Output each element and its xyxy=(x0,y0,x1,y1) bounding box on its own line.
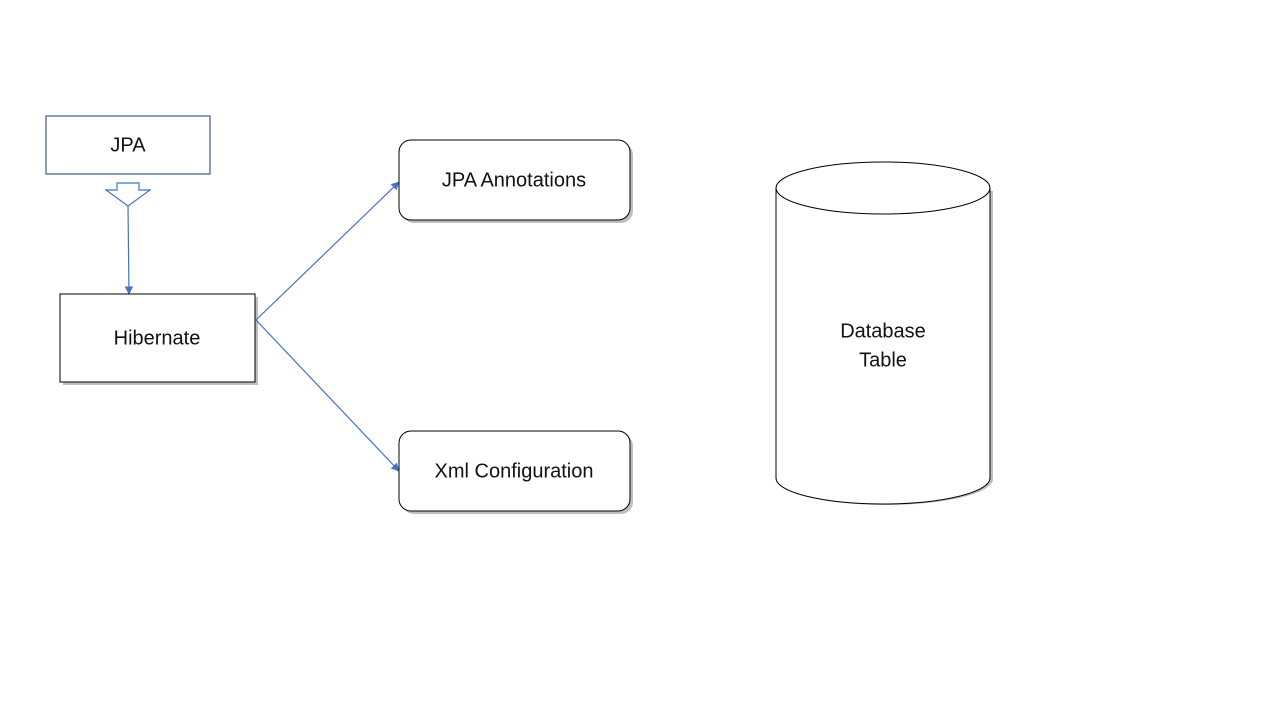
jpa-box xyxy=(45,115,211,175)
database-label-line2: Table xyxy=(859,349,907,371)
xml-configuration-label: Xml Configuration xyxy=(435,460,594,482)
hibernate-label: Hibernate xyxy=(114,327,201,349)
jpa-node: JPA xyxy=(45,115,211,175)
jpa-label: JPA xyxy=(110,134,146,156)
xml-configuration-box xyxy=(398,430,631,512)
jpa-annotations-label: JPA Annotations xyxy=(442,169,586,191)
connector-jpa-hibernate xyxy=(124,205,134,295)
connector-hibernate-annotations xyxy=(255,181,400,321)
jpa-down-arrow-icon xyxy=(104,182,152,207)
database-label-line1: Database xyxy=(840,320,926,342)
hibernate-box xyxy=(59,293,256,383)
hibernate-node: Hibernate xyxy=(59,293,258,385)
jpa-annotations-node: JPA Annotations xyxy=(398,139,633,223)
database-table-node: Database Table xyxy=(775,161,993,505)
connector-hibernate-xml xyxy=(255,319,400,472)
database-cylinder-body xyxy=(775,188,991,505)
jpa-annotations-box xyxy=(398,139,631,221)
database-cylinder-top xyxy=(775,161,991,215)
xml-configuration-node: Xml Configuration xyxy=(398,430,633,514)
